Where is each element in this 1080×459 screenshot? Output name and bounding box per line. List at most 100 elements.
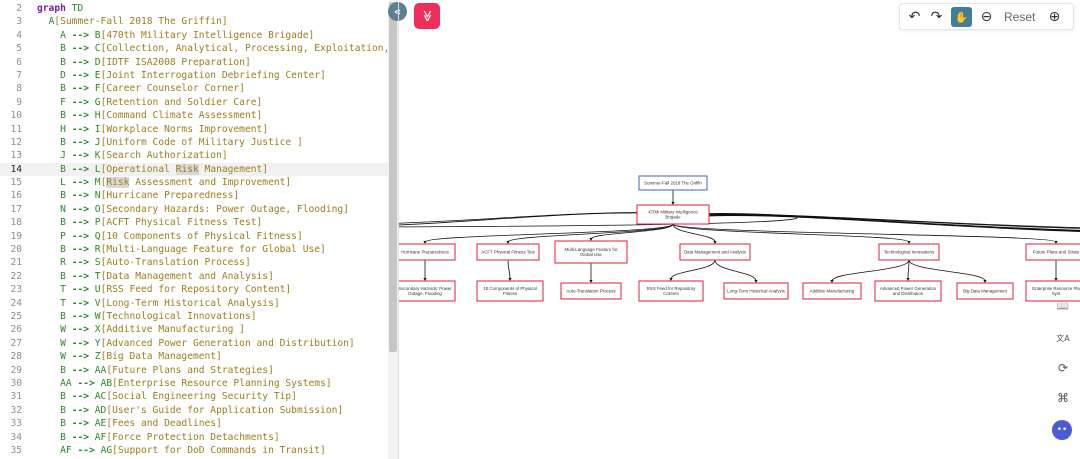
code-line[interactable]: 3 A[Summer-Fall 2018 The Griffin] (0, 15, 388, 28)
code-line[interactable]: 8 B --> F[Career Counselor Corner] (0, 82, 388, 95)
assistant-button[interactable]: •• (1052, 420, 1072, 440)
code-line[interactable]: 17 N --> O[Secondary Hazards: Power Outa… (0, 203, 388, 216)
code-text[interactable]: H --> I[Workplace Norms Improvement] (37, 123, 268, 136)
apps-button[interactable]: ⌘ (1054, 389, 1072, 407)
zoom-out-button[interactable]: ⊖ (976, 7, 997, 27)
code-line[interactable]: 13 J --> K[Search Authorization] (0, 149, 388, 162)
code-line[interactable]: 15 L --> M[Risk Assessment and Improveme… (0, 176, 388, 189)
editor-scrollbar[interactable] (388, 0, 398, 459)
code-text[interactable]: T --> U[RSS Feed for Repository Content] (37, 283, 291, 296)
diagram-node[interactable]: Additive Manufacturing (802, 282, 862, 300)
code-line[interactable]: 34 B --> AF[Force Protection Detachments… (0, 431, 388, 444)
diagram-node[interactable]: Auto-Translation Process (560, 282, 622, 300)
code-text[interactable]: B --> L[Operational Risk Management] (37, 163, 268, 176)
code-line[interactable]: 4 A --> B[470th Military Intelligence Br… (0, 29, 388, 42)
code-line[interactable]: 20 B --> R[Multi-Language Feature for Gl… (0, 243, 388, 256)
code-text[interactable]: B --> AD[User's Guide for Application Su… (37, 404, 343, 417)
diagram-canvas[interactable]: Summer-Fall 2018 The Griffin 470th Milita… (399, 0, 1080, 459)
code-line[interactable]: 11 H --> I[Workplace Norms Improvement] (0, 123, 388, 136)
code-text[interactable]: B --> AE[Fees and Deadlines] (37, 417, 222, 430)
code-text[interactable]: W --> Z[Big Data Management] (37, 350, 222, 363)
editor-scroll-thumb[interactable] (389, 2, 397, 352)
code-text[interactable]: A --> B[470th Military Intelligence Brig… (37, 29, 314, 42)
code-text[interactable]: F --> G[Retention and Soldier Care] (37, 96, 262, 109)
code-line[interactable]: 27 W --> Y[Advanced Power Generation and… (0, 337, 388, 350)
code-line[interactable]: 7 D --> E[Joint Interrogation Debriefing… (0, 69, 388, 82)
diagram-node[interactable]: ACFT Physical Fitness Test (476, 243, 540, 261)
code-text[interactable]: graph TD (37, 2, 83, 15)
code-text[interactable]: B --> F[Career Counselor Corner] (37, 82, 245, 95)
code-line[interactable]: 30 AA --> AB[Enterprise Resource Plannin… (0, 377, 388, 390)
code-line[interactable]: 14 B --> L[Operational Risk Management] (0, 162, 388, 177)
code-text[interactable]: B --> D[IDTF ISA2008 Preparation] (37, 56, 251, 69)
code-line[interactable]: 33 B --> AE[Fees and Deadlines] (0, 417, 388, 430)
code-text[interactable]: B --> AF[Force Protection Detachments] (37, 431, 280, 444)
code-line[interactable]: 24 T --> V[Long-Term Historical Analysis… (0, 297, 388, 310)
code-text[interactable]: L --> M[Risk Assessment and Improvement] (37, 176, 291, 189)
code-text[interactable]: B --> N[Hurricane Preparedness] (37, 189, 239, 202)
code-line[interactable]: 32 B --> AD[User's Guide for Application… (0, 404, 388, 417)
code-text[interactable]: T --> V[Long-Term Historical Analysis] (37, 297, 280, 310)
diagram-node[interactable]: Technological Innovations (878, 243, 940, 261)
collapse-editor-button[interactable]: « (388, 2, 407, 21)
diagram-node[interactable]: Future Plans and Strate (1025, 243, 1080, 261)
code-text[interactable]: B --> H[Command Climate Assessment] (37, 109, 262, 122)
code-line[interactable]: 23 T --> U[RSS Feed for Repository Conte… (0, 283, 388, 296)
undo-button[interactable]: ↶ (904, 7, 925, 27)
code-text[interactable]: B --> P[ACFT Physical Fitness Test] (37, 216, 262, 229)
code-text[interactable]: N --> O[Secondary Hazards: Power Outage,… (37, 203, 349, 216)
code-line[interactable]: 6 B --> D[IDTF ISA2008 Preparation] (0, 56, 388, 69)
code-text[interactable]: B --> R[Multi-Language Feature for Globa… (37, 243, 326, 256)
code-line[interactable]: 26 W --> X[Additive Manufacturing ] (0, 323, 388, 336)
code-text[interactable]: B --> T[Data Management and Analysis] (37, 270, 274, 283)
code-line[interactable]: 10 B --> H[Command Climate Assessment] (0, 109, 388, 122)
pane-divider[interactable] (398, 0, 399, 459)
code-line[interactable]: 35 AF --> AG[Support for DoD Commands in… (0, 444, 388, 457)
code-text[interactable]: W --> Y[Advanced Power Generation and Di… (37, 337, 355, 350)
menu-toggle-button[interactable]: ≫ (414, 3, 440, 29)
diagram-node[interactable]: Data Management and Analysis (679, 243, 751, 261)
code-text[interactable]: R --> S[Auto-Translation Process] (37, 256, 251, 269)
code-text[interactable]: B --> W[Technological Innovations] (37, 310, 256, 323)
code-line[interactable]: 22 B --> T[Data Management and Analysis] (0, 270, 388, 283)
code-text[interactable]: B --> J[Uniform Code of Military Justice… (37, 136, 303, 149)
code-line[interactable]: 19 P --> Q[10 Components of Physical Fit… (0, 230, 388, 243)
code-text[interactable]: B --> AA[Future Plans and Strategies] (37, 364, 274, 377)
code-line[interactable]: 21 R --> S[Auto-Translation Process] (0, 256, 388, 269)
code-text[interactable]: B --> AC[Social Engineering Security Tip… (37, 390, 297, 403)
code-line[interactable]: 31 B --> AC[Social Engineering Security … (0, 390, 388, 403)
code-line[interactable]: 12 B --> J[Uniform Code of Military Just… (0, 136, 388, 149)
diagram-node[interactable]: Summer-Fall 2018 The Griffin (638, 175, 708, 191)
docs-button[interactable]: 📖 (1054, 296, 1072, 314)
code-line[interactable]: 28 W --> Z[Big Data Management] (0, 350, 388, 363)
code-text[interactable]: AA --> AB[Enterprise Resource Planning S… (37, 377, 332, 390)
code-text[interactable]: W --> X[Additive Manufacturing ] (37, 323, 245, 336)
translate-button[interactable]: 文A (1054, 328, 1072, 346)
code-line[interactable]: 9 F --> G[Retention and Soldier Care] (0, 96, 388, 109)
code-text[interactable]: D --> E[Joint Interrogation Debriefing C… (37, 69, 326, 82)
code-text[interactable]: P --> Q[10 Components of Physical Fitnes… (37, 230, 303, 243)
zoom-in-button[interactable]: ⊕ (1044, 7, 1065, 27)
redo-button[interactable]: ↷ (926, 7, 947, 27)
code-line[interactable]: 29 B --> AA[Future Plans and Strategies] (0, 364, 388, 377)
code-text[interactable]: B --> C[Collection, Analytical, Processi… (37, 42, 388, 55)
diagram-preview[interactable]: Summer-Fall 2018 The Griffin 470th Milita… (399, 0, 1080, 459)
pan-tool-button[interactable]: ✋ (951, 7, 972, 27)
code-line[interactable]: 16 B --> N[Hurricane Preparedness] (0, 189, 388, 202)
code-text[interactable]: J --> K[Search Authorization] (37, 149, 228, 162)
code-line[interactable]: 18 B --> P[ACFT Physical Fitness Test] (0, 216, 388, 229)
code-text[interactable]: AF --> AG[Support for DoD Commands in Tr… (37, 444, 326, 457)
code-text[interactable]: A[Summer-Fall 2018 The Griffin] (37, 15, 228, 28)
diagram-node[interactable]: Big Data Management (956, 282, 1014, 300)
sync-button[interactable]: ⟳ (1054, 359, 1072, 377)
